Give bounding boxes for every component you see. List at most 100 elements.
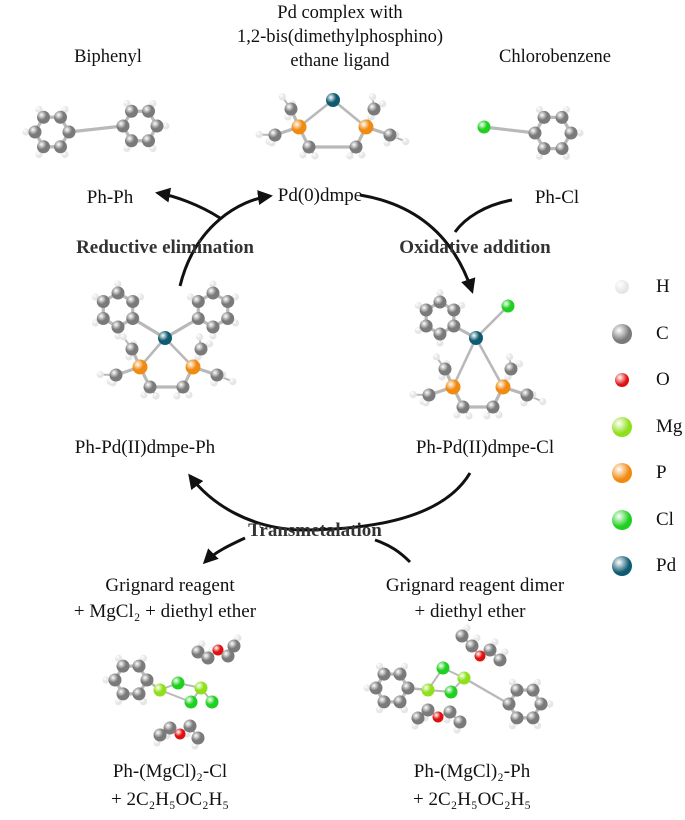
- label-transmetalation: Transmetalation: [248, 520, 382, 541]
- atom-h: [185, 391, 193, 399]
- label-grignard-right-formula: Ph-(MgCl)₂-Ph: [413, 761, 531, 782]
- atom-h: [506, 353, 514, 361]
- atom-c: [526, 711, 540, 725]
- atom-c: [191, 731, 205, 745]
- atom-c: [456, 400, 470, 414]
- atom-h: [209, 280, 217, 288]
- atom-h: [400, 706, 409, 714]
- atom-c: [447, 319, 461, 333]
- atom-h: [123, 144, 131, 153]
- atom-p: [185, 359, 201, 375]
- atom-h: [562, 106, 571, 114]
- atom-c: [377, 695, 391, 709]
- legend-ball-cl: [612, 509, 632, 530]
- atom-h: [432, 353, 440, 361]
- atom-h: [140, 391, 148, 399]
- atom-h: [369, 93, 377, 101]
- atom-h: [363, 684, 371, 692]
- arrow-reductive-elimination-to-biphenyl: [155, 187, 221, 220]
- atom-c: [62, 125, 76, 139]
- label-grignard-left-formula: Ph-(MgCl)₂-Cl: [112, 761, 228, 782]
- atom-h: [402, 138, 410, 146]
- legend-label-c: C: [656, 322, 669, 344]
- atom-h: [535, 106, 544, 114]
- label-grignard-left-title: Grignard reagent: [105, 575, 235, 596]
- atom-h: [139, 654, 148, 662]
- atom-mg: [457, 671, 471, 685]
- atom-h: [508, 678, 517, 686]
- atom-c: [419, 303, 433, 317]
- atom-h: [234, 634, 242, 642]
- atom-h: [196, 333, 204, 341]
- atom-c: [183, 719, 197, 733]
- legend-label-pd: Pd: [656, 555, 677, 576]
- atom-h: [61, 150, 69, 159]
- atom-h: [436, 289, 444, 297]
- atom-h: [562, 152, 571, 160]
- legend-ball-p: [612, 463, 632, 483]
- atom-c: [191, 312, 205, 325]
- atom-h: [453, 411, 461, 419]
- atom-c: [221, 649, 235, 663]
- atom-c: [537, 142, 551, 156]
- label-ph-cl: Ph-Cl: [534, 187, 580, 208]
- atom-c: [483, 643, 497, 657]
- atom-c: [349, 140, 363, 154]
- atom-c: [54, 110, 67, 124]
- atom-p: [291, 119, 307, 135]
- legend-ball-mg: [612, 416, 632, 437]
- atom-cl: [444, 685, 458, 699]
- atom-c: [447, 303, 461, 317]
- atom-cl: [171, 676, 185, 690]
- arrow-to-grignard-left: [202, 536, 246, 565]
- atom-c: [510, 711, 524, 725]
- atom-h: [375, 706, 384, 714]
- atom-o: [474, 650, 486, 662]
- header-pd-complex-line2: 1,2-bis(dimethylphosphino): [236, 27, 444, 47]
- atom-h: [473, 634, 481, 642]
- atom-c: [438, 362, 452, 376]
- atom-c: [96, 295, 110, 308]
- atom-c: [433, 327, 447, 341]
- atom-c: [37, 140, 50, 154]
- atom-c: [111, 286, 125, 300]
- atom-c: [206, 320, 220, 334]
- label-grignard-left-sub: + MgCl₂ + diethyl ether: [73, 601, 257, 622]
- arrow-chlorobenzene-in: [453, 198, 513, 233]
- atom-p: [445, 379, 461, 395]
- atom-h: [436, 339, 444, 347]
- atom-c: [465, 639, 479, 653]
- atom-h: [546, 700, 554, 708]
- atom-h: [186, 293, 195, 301]
- atom-c: [268, 128, 282, 142]
- label-grignard-right-title: Grignard reagent dimer: [385, 575, 565, 596]
- atom-c: [369, 681, 383, 695]
- atom-c: [493, 653, 507, 667]
- atom-c: [555, 142, 569, 156]
- atom-c: [520, 388, 534, 402]
- atom-c: [526, 683, 540, 697]
- arrow-reductive-elimination-to-pd0: [178, 190, 273, 287]
- atom-c: [537, 110, 551, 124]
- legend-label-mg: Mg: [656, 415, 683, 437]
- atom-c: [150, 119, 164, 133]
- atom-h: [136, 293, 145, 301]
- atom-h: [231, 319, 240, 327]
- atom-c: [393, 667, 407, 681]
- atom-mg: [153, 683, 167, 697]
- label-grignard-right-ether: + 2C₂H₅OC₂H₅: [413, 789, 531, 810]
- atom-h: [311, 152, 319, 160]
- atom-pd: [158, 331, 172, 345]
- atom-c: [227, 639, 241, 653]
- atom-h: [96, 371, 104, 379]
- atom-cl: [436, 661, 450, 675]
- atom-c: [421, 703, 435, 717]
- atom-c: [125, 104, 138, 118]
- label-pd0-dmpe: Pd(0)dmpe: [277, 185, 363, 206]
- atom-h: [198, 640, 206, 648]
